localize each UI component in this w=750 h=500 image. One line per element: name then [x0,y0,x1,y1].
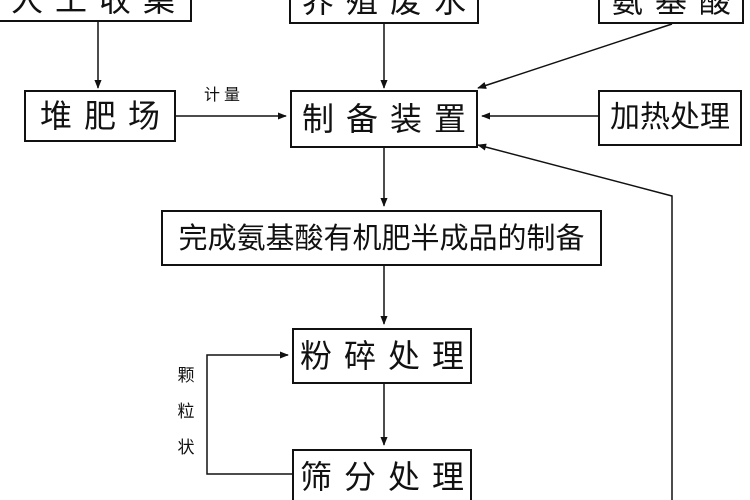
arrow-granular-loop [206,351,292,475]
edge-label-granular-3: 状 [177,438,195,458]
node-preparation-device: 制备装置 [290,90,478,148]
edge-label-metering: 计量 [204,85,245,104]
node-screening-treatment: 筛分处理 [292,449,472,500]
node-semi-finished-preparation: 完成氨基酸有机肥半成品的制备 [161,210,602,266]
node-compost-yard: 堆肥场 [24,90,176,142]
arrow-feedback-to-device [477,143,673,500]
node-amino-acid: 氨基酸 [598,0,744,24]
edge-label-granular-2: 粒 [177,402,195,422]
node-manual-collection: 人工收集 [0,0,192,22]
edge-label-granular-1: 颗 [177,366,195,386]
node-crushing-treatment: 粉碎处理 [292,328,472,384]
node-breeding-wastewater: 养殖废水 [289,0,479,24]
arrow-amino-to-device [477,23,673,89]
node-heat-treatment: 加热处理 [598,90,742,146]
